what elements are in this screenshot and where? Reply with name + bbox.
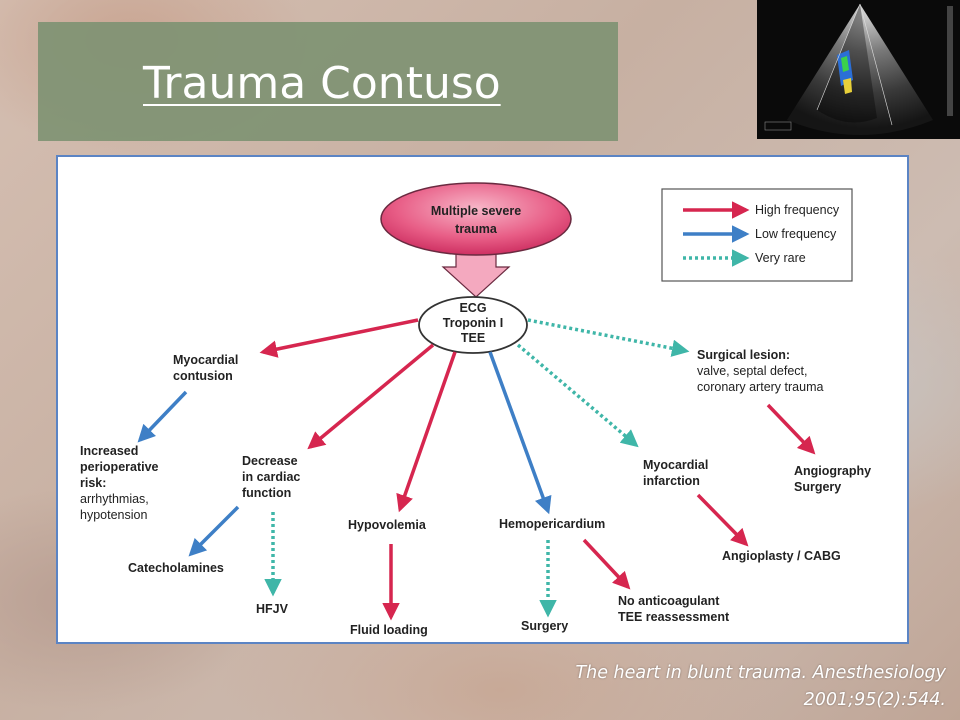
arrow-to-decrease-cardiac [307, 343, 435, 450]
node-no-anticoagulant-2: TEE reassessment [618, 610, 730, 624]
node-myocardial-infarction-1: Myocardial [643, 458, 708, 472]
arrow-decrease-to-catecholamines [188, 505, 240, 557]
node-angiography-2: Surgery [794, 480, 841, 494]
node-decrease-cardiac-2: in cardiac [242, 470, 300, 484]
echocardiogram-image [757, 0, 960, 139]
source-node-line2: trauma [455, 222, 498, 236]
arrow-to-hemopericardium [488, 351, 552, 515]
node-decrease-cardiac-3: function [242, 486, 291, 500]
node-increased-risk-3: risk: [80, 476, 106, 490]
node-myocardial-contusion-2: contusion [173, 369, 233, 383]
node-myocardial-contusion-1: Myocardial [173, 353, 238, 367]
legend-rare-label: Very rare [755, 251, 806, 265]
node-fluid-loading: Fluid loading [350, 623, 428, 637]
node-increased-risk-1: Increased [80, 444, 138, 458]
center-node: ECG Troponin I TEE [418, 296, 528, 354]
node-surgical-lesion-detail-1: valve, septal defect, [697, 364, 807, 378]
node-no-anticoagulant-1: No anticoagulant [618, 594, 720, 608]
trauma-flow-diagram: High frequency Low frequency Very rare M… [80, 182, 871, 637]
arrow-to-hypovolemia [396, 351, 457, 513]
legend-low-label: Low frequency [755, 227, 837, 241]
node-surgical-lesion-title: Surgical lesion: [697, 348, 790, 362]
arrow-infarction-to-angioplasty [696, 493, 749, 547]
node-hypovolemia: Hypovolemia [348, 518, 427, 532]
node-increased-risk-detail-1: arrhythmias, [80, 492, 149, 506]
source-node-line1: Multiple severe [431, 204, 521, 218]
arrow-to-myocardial-infarction [516, 343, 639, 448]
node-catecholamines: Catecholamines [128, 561, 224, 575]
citation-line2: 2001;95(2):544. [803, 690, 946, 710]
citation-line1: The heart in blunt trauma. Anesthesiolog… [575, 663, 946, 683]
arrow-to-myocardial-contusion [259, 318, 419, 358]
citation: The heart in blunt trauma. Anesthesiolog… [575, 660, 946, 714]
center-node-troponin: Troponin I [443, 316, 503, 330]
node-increased-risk-detail-2: hypotension [80, 508, 147, 522]
arrow-to-surgical-lesion [527, 318, 690, 357]
center-node-ecg: ECG [459, 301, 486, 315]
secondary-arrows [137, 390, 816, 621]
slide-title: Trauma Contuso [143, 58, 501, 109]
node-hemopericardium: Hemopericardium [499, 517, 605, 531]
source-node: Multiple severe trauma [380, 182, 572, 298]
node-angioplasty: Angioplasty / CABG [722, 549, 841, 563]
node-decrease-cardiac-1: Decrease [242, 454, 298, 468]
node-increased-risk-2: perioperative [80, 460, 159, 474]
node-myocardial-infarction-2: infarction [643, 474, 700, 488]
node-hfjv: HFJV [256, 602, 289, 616]
arrow-hemo-to-no-anticoagulant [582, 538, 631, 590]
center-arrows [259, 318, 690, 515]
arrow-lesion-to-angiography [766, 403, 816, 455]
node-angiography-1: Angiography [794, 464, 871, 478]
echo-sector-picture [764, 3, 953, 135]
node-surgery-bottom: Surgery [521, 619, 568, 633]
diagram-frame: High frequency Low frequency Very rare M… [56, 155, 909, 644]
title-banner [38, 22, 618, 141]
node-labels: Myocardial contusion Increased periopera… [80, 348, 871, 637]
node-surgical-lesion-detail-2: coronary artery trauma [697, 380, 823, 394]
arrow-contusion-to-risk [137, 390, 188, 443]
center-node-tee: TEE [461, 331, 485, 345]
legend-high-label: High frequency [755, 203, 840, 217]
legend: High frequency Low frequency Very rare [661, 188, 853, 282]
